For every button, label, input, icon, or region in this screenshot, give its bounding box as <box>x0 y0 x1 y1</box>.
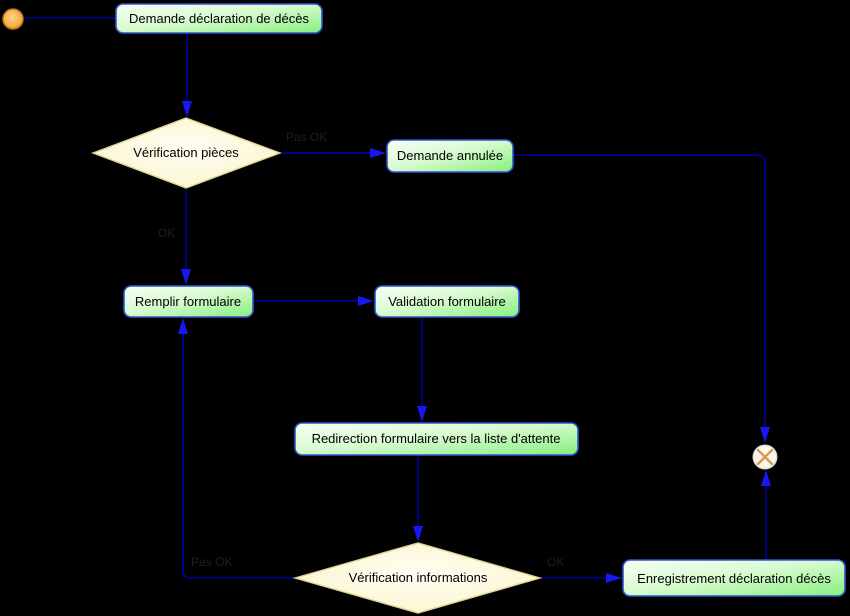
edge-guard-label: Pas OK <box>286 130 327 144</box>
edge-enregistrement-to-end <box>761 470 771 559</box>
activity-remplir-formulaire: Remplir formulaire <box>123 285 254 318</box>
edge-demande-declaration-to-verification-pieces <box>182 33 192 117</box>
activity-label: Remplir formulaire <box>135 294 241 309</box>
edge-verification-pieces-to-demande-annulee: Pas OK <box>281 130 386 158</box>
edge-guard-label: OK <box>547 555 564 569</box>
activity-label: Redirection formulaire vers la liste d'a… <box>312 431 561 446</box>
activity-enregistrement-declaration: Enregistrement déclaration décès <box>622 559 846 597</box>
cross-icon <box>756 448 774 466</box>
activity-label: Demande déclaration de décès <box>129 11 309 26</box>
activity-label: Validation formulaire <box>388 294 506 309</box>
flow-final-node <box>752 444 778 470</box>
edge-remplir-to-validation <box>253 296 374 306</box>
arrow-right-icon <box>606 573 622 583</box>
arrow-down-icon <box>182 101 192 117</box>
edge-guard-label: Pas OK <box>191 555 232 569</box>
arrow-down-icon <box>181 269 191 285</box>
activity-validation-formulaire: Validation formulaire <box>374 285 520 318</box>
activity-label: Demande annulée <box>397 148 503 163</box>
arrow-down-icon <box>417 406 427 422</box>
edge-validation-to-redirection <box>417 317 427 422</box>
edge-demande-annulee-to-end <box>513 154 770 443</box>
edge-verification-pieces-to-remplir-formulaire: OK <box>158 189 191 285</box>
arrow-right-icon <box>370 148 386 158</box>
decision-label: Vérification pièces <box>133 145 239 160</box>
arrow-up-icon <box>178 318 188 334</box>
activity-demande-annulee: Demande annulée <box>386 139 514 173</box>
arrow-down-icon <box>760 427 770 443</box>
edge-verification-informations-to-remplir-loop: Pas OK <box>178 318 294 579</box>
edge-guard-label: OK <box>158 226 175 240</box>
edge-redirection-to-verification-informations <box>413 455 423 542</box>
decision-label: Vérification informations <box>349 570 488 585</box>
edge-verification-informations-to-enregistrement: OK <box>541 555 622 583</box>
initial-node <box>2 8 24 30</box>
activity-label: Enregistrement déclaration décès <box>637 571 831 586</box>
activity-redirection-formulaire: Redirection formulaire vers la liste d'a… <box>294 422 579 456</box>
arrow-right-icon <box>358 296 374 306</box>
activity-demande-declaration: Demande déclaration de décès <box>115 3 323 34</box>
arrow-up-icon <box>761 470 771 486</box>
decision-verification-informations: Vérification informations <box>292 542 543 614</box>
decision-verification-pieces: Vérification pièces <box>91 117 283 189</box>
arrow-down-icon <box>413 526 423 542</box>
